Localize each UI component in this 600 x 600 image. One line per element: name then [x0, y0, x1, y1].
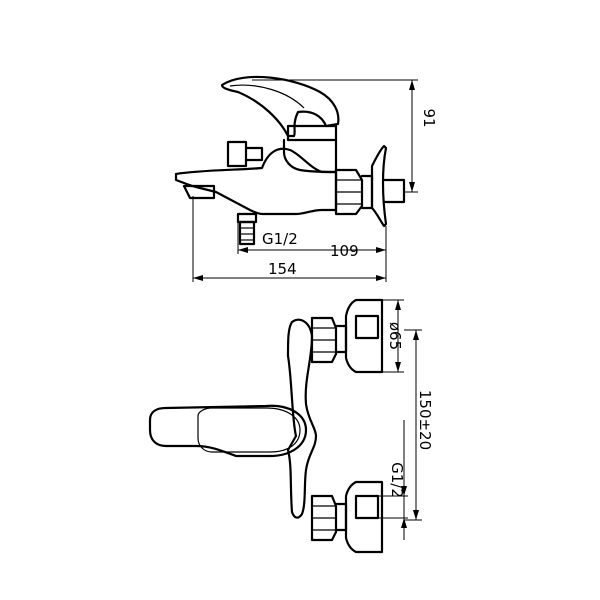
valve-body	[282, 138, 338, 174]
upper-nut	[310, 316, 338, 364]
upper-flange	[344, 298, 384, 374]
spout-tip	[182, 184, 216, 200]
dimension-projection: G1/2 109	[237, 222, 387, 260]
lower-eccentric	[334, 502, 348, 532]
dimension-overall-length-label: 154	[268, 260, 297, 278]
dimension-height: 91	[252, 79, 438, 193]
wall-flange	[370, 144, 388, 228]
upper-eccentric	[334, 324, 348, 354]
shower-outlet	[236, 212, 258, 224]
lower-nut	[310, 494, 338, 542]
dimension-thread-label: G1/2	[262, 230, 298, 248]
dimension-thread: G1/2	[378, 420, 408, 540]
dimension-diameter: ø65	[382, 299, 404, 373]
upper-connector	[354, 314, 380, 340]
spout	[174, 147, 338, 216]
side-view: 91 G1/2 109 154	[174, 75, 438, 282]
mixer-body	[286, 318, 318, 519]
diverter-stem	[244, 146, 264, 162]
dimension-center-distance: 150±20	[404, 329, 434, 521]
lower-connector	[354, 494, 380, 520]
eccentric	[360, 174, 374, 210]
dimension-height-label: 91	[420, 108, 438, 127]
hex-nut	[334, 168, 364, 216]
dimension-overall-length: 154	[192, 196, 387, 282]
dimension-projection-label: 109	[330, 242, 359, 260]
dimension-diameter-label: ø65	[386, 322, 404, 350]
dimension-thread-top-label: G1/2	[388, 462, 406, 498]
wall-connector	[382, 178, 406, 204]
dimension-center-distance-label: 150±20	[416, 390, 434, 450]
lever-top-face	[197, 407, 301, 453]
diverter-knob	[226, 140, 248, 168]
lever-top	[148, 404, 308, 458]
lever-inner-line	[229, 84, 305, 109]
lever-handle	[220, 75, 340, 138]
top-view: ø65 150±20 G1/2	[148, 298, 434, 554]
shower-outlet-thread	[238, 220, 256, 246]
lower-flange	[344, 480, 384, 554]
